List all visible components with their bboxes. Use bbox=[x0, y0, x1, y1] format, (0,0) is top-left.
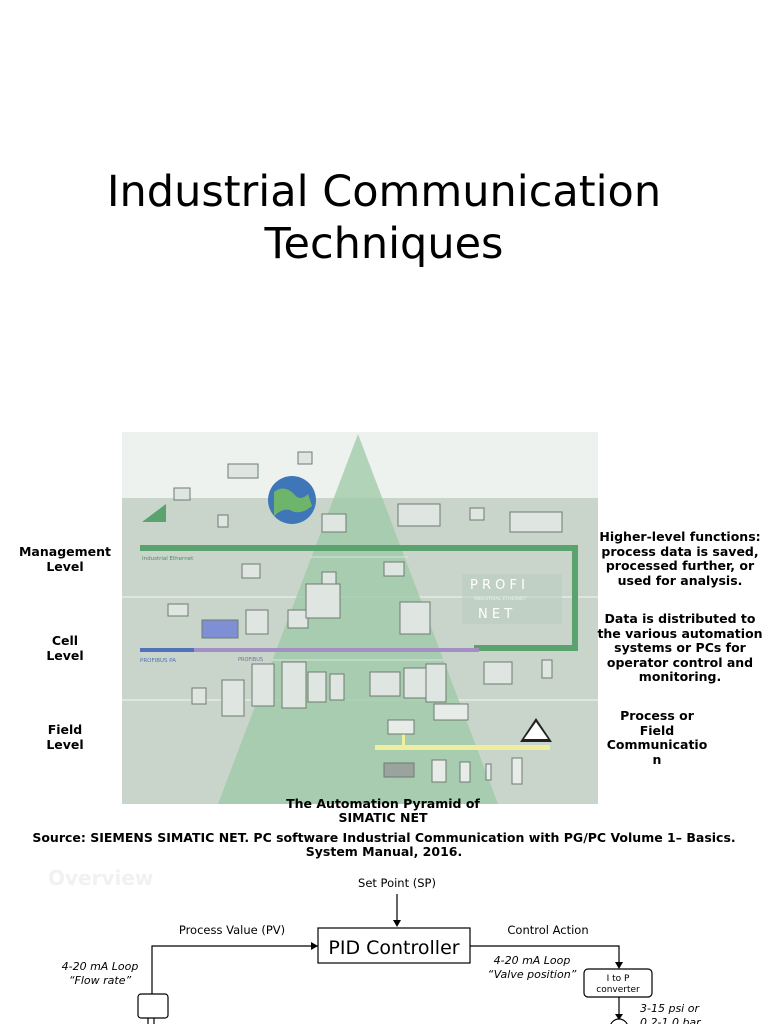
process-value-label: Process Value (PV) bbox=[179, 923, 285, 937]
panel-icon bbox=[201, 619, 239, 639]
flow-transmitter-icon bbox=[137, 993, 169, 1019]
set-point-label: Set Point (SP) bbox=[358, 876, 436, 890]
rack-icon bbox=[399, 601, 431, 635]
pc-monitor-icon bbox=[173, 487, 191, 501]
sensor-icon bbox=[511, 757, 523, 785]
rack-icon bbox=[387, 719, 415, 735]
automation-pyramid-figure: Industrial Ethernet P R O F I INDUSTRIAL… bbox=[122, 432, 598, 804]
level-label-cell: Cell Level bbox=[46, 633, 84, 663]
pc-monitor-icon bbox=[245, 609, 269, 635]
profibus-bus bbox=[194, 648, 479, 652]
rack-icon bbox=[509, 511, 563, 533]
field-devices bbox=[383, 703, 523, 785]
pc-monitor-icon bbox=[369, 671, 401, 697]
profibus-label: PROFIBUS bbox=[238, 657, 263, 663]
pc-monitor-icon bbox=[321, 571, 337, 585]
drive-icon bbox=[483, 661, 513, 685]
profibus-pa-bus bbox=[140, 648, 194, 652]
rack-icon bbox=[227, 463, 259, 479]
figure-caption: The Automation Pyramid of SIMATIC NET bbox=[286, 796, 480, 825]
pyramid-shape bbox=[218, 434, 498, 804]
control-action-line bbox=[470, 945, 620, 964]
description-cell: Data is distributed to the various autom… bbox=[597, 611, 763, 684]
slide-title-line2: Techniques bbox=[264, 219, 504, 269]
io-module-icon bbox=[307, 671, 327, 703]
process-value-line bbox=[151, 945, 318, 994]
pc-monitor-icon bbox=[297, 451, 313, 465]
rack-icon bbox=[403, 667, 427, 699]
industrial-ethernet-bus bbox=[140, 545, 578, 551]
drive-icon bbox=[329, 673, 345, 701]
profinet-label-bottom: N E T bbox=[478, 607, 512, 622]
faded-heading: Overview bbox=[48, 866, 154, 890]
pc-tower-icon bbox=[217, 514, 229, 528]
sensor-icon bbox=[459, 761, 471, 783]
rack-icon bbox=[305, 583, 341, 619]
converter-label-line1: I to P bbox=[607, 974, 630, 984]
description-field: Process or Field Communicatio n bbox=[606, 708, 708, 767]
pc-monitor-icon bbox=[469, 507, 485, 521]
pc-monitor-icon bbox=[321, 513, 347, 533]
io-module-icon bbox=[191, 687, 207, 705]
ethernet-return bbox=[474, 645, 578, 651]
slide-title: Industrial Communication Techniques bbox=[0, 166, 768, 270]
pressure-label-line1: 3-15 psi or bbox=[640, 1002, 700, 1015]
controller-icon bbox=[251, 663, 275, 707]
profinet-label-top: P R O F I bbox=[470, 578, 525, 593]
level-label-management: Management Level bbox=[18, 544, 111, 574]
profibus-pa-label: PROFIBUS PA bbox=[140, 658, 176, 664]
controller-icon bbox=[281, 661, 307, 709]
rack-icon bbox=[433, 703, 469, 721]
level-label-field: Field Level bbox=[46, 722, 84, 752]
pid-controller-label: PID Controller bbox=[328, 937, 459, 959]
ethernet-logo-icon bbox=[142, 504, 166, 522]
controller-icon bbox=[383, 561, 405, 577]
loop-right-line1: 4-20 mA Loop bbox=[494, 954, 571, 967]
description-management: Higher-level functions: process data is … bbox=[599, 529, 761, 588]
control-action-arrowhead bbox=[615, 962, 623, 969]
loop-right-line2: “Valve position” bbox=[488, 968, 577, 981]
industrial-ethernet-label: Industrial Ethernet bbox=[142, 556, 194, 562]
cabinet-icon bbox=[221, 679, 245, 717]
automation-pyramid-graphic: Industrial Ethernet P R O F I INDUSTRIAL… bbox=[122, 432, 598, 804]
globe-landmass bbox=[274, 488, 312, 516]
control-action-label: Control Action bbox=[507, 923, 588, 937]
slide-title-line1: Industrial Communication bbox=[106, 167, 662, 217]
hazard-sign-inner bbox=[524, 722, 548, 739]
server-rack-icon bbox=[397, 503, 441, 527]
pc-monitor-icon bbox=[287, 609, 309, 629]
profinet-sub-label: INDUSTRIAL ETHERNET bbox=[474, 596, 527, 602]
pressure-label-line2: 0.2-1.0 bar bbox=[640, 1016, 702, 1024]
source-citation: Source: SIEMENS SIMATIC NET. PC software… bbox=[32, 830, 736, 859]
field-bus bbox=[375, 745, 550, 750]
cell-devices bbox=[167, 583, 553, 717]
keypad-icon bbox=[431, 759, 447, 783]
i-to-p-converter-box bbox=[583, 968, 653, 998]
loop-left-line2: “Flow rate” bbox=[69, 974, 132, 987]
pid-loop-diagram: Set Point (SP) PID Controller Process Va… bbox=[62, 876, 702, 1024]
panel-icon bbox=[383, 762, 415, 778]
process-value-arrowhead bbox=[311, 942, 318, 950]
controller-icon bbox=[167, 603, 189, 617]
ethernet-riser bbox=[572, 545, 578, 651]
valve-actuator-icon bbox=[610, 1018, 628, 1024]
sensor-icon bbox=[541, 659, 553, 679]
management-devices bbox=[173, 451, 563, 585]
converter-label-line2: converter bbox=[596, 985, 640, 995]
profinet-box bbox=[462, 574, 562, 624]
sensor-icon bbox=[485, 763, 492, 781]
pressure-arrowhead bbox=[615, 1014, 623, 1020]
set-point-arrowhead bbox=[393, 920, 401, 927]
loop-left-line1: 4-20 mA Loop bbox=[62, 960, 139, 973]
pc-monitor-icon bbox=[241, 563, 261, 579]
rack-icon bbox=[425, 663, 447, 703]
